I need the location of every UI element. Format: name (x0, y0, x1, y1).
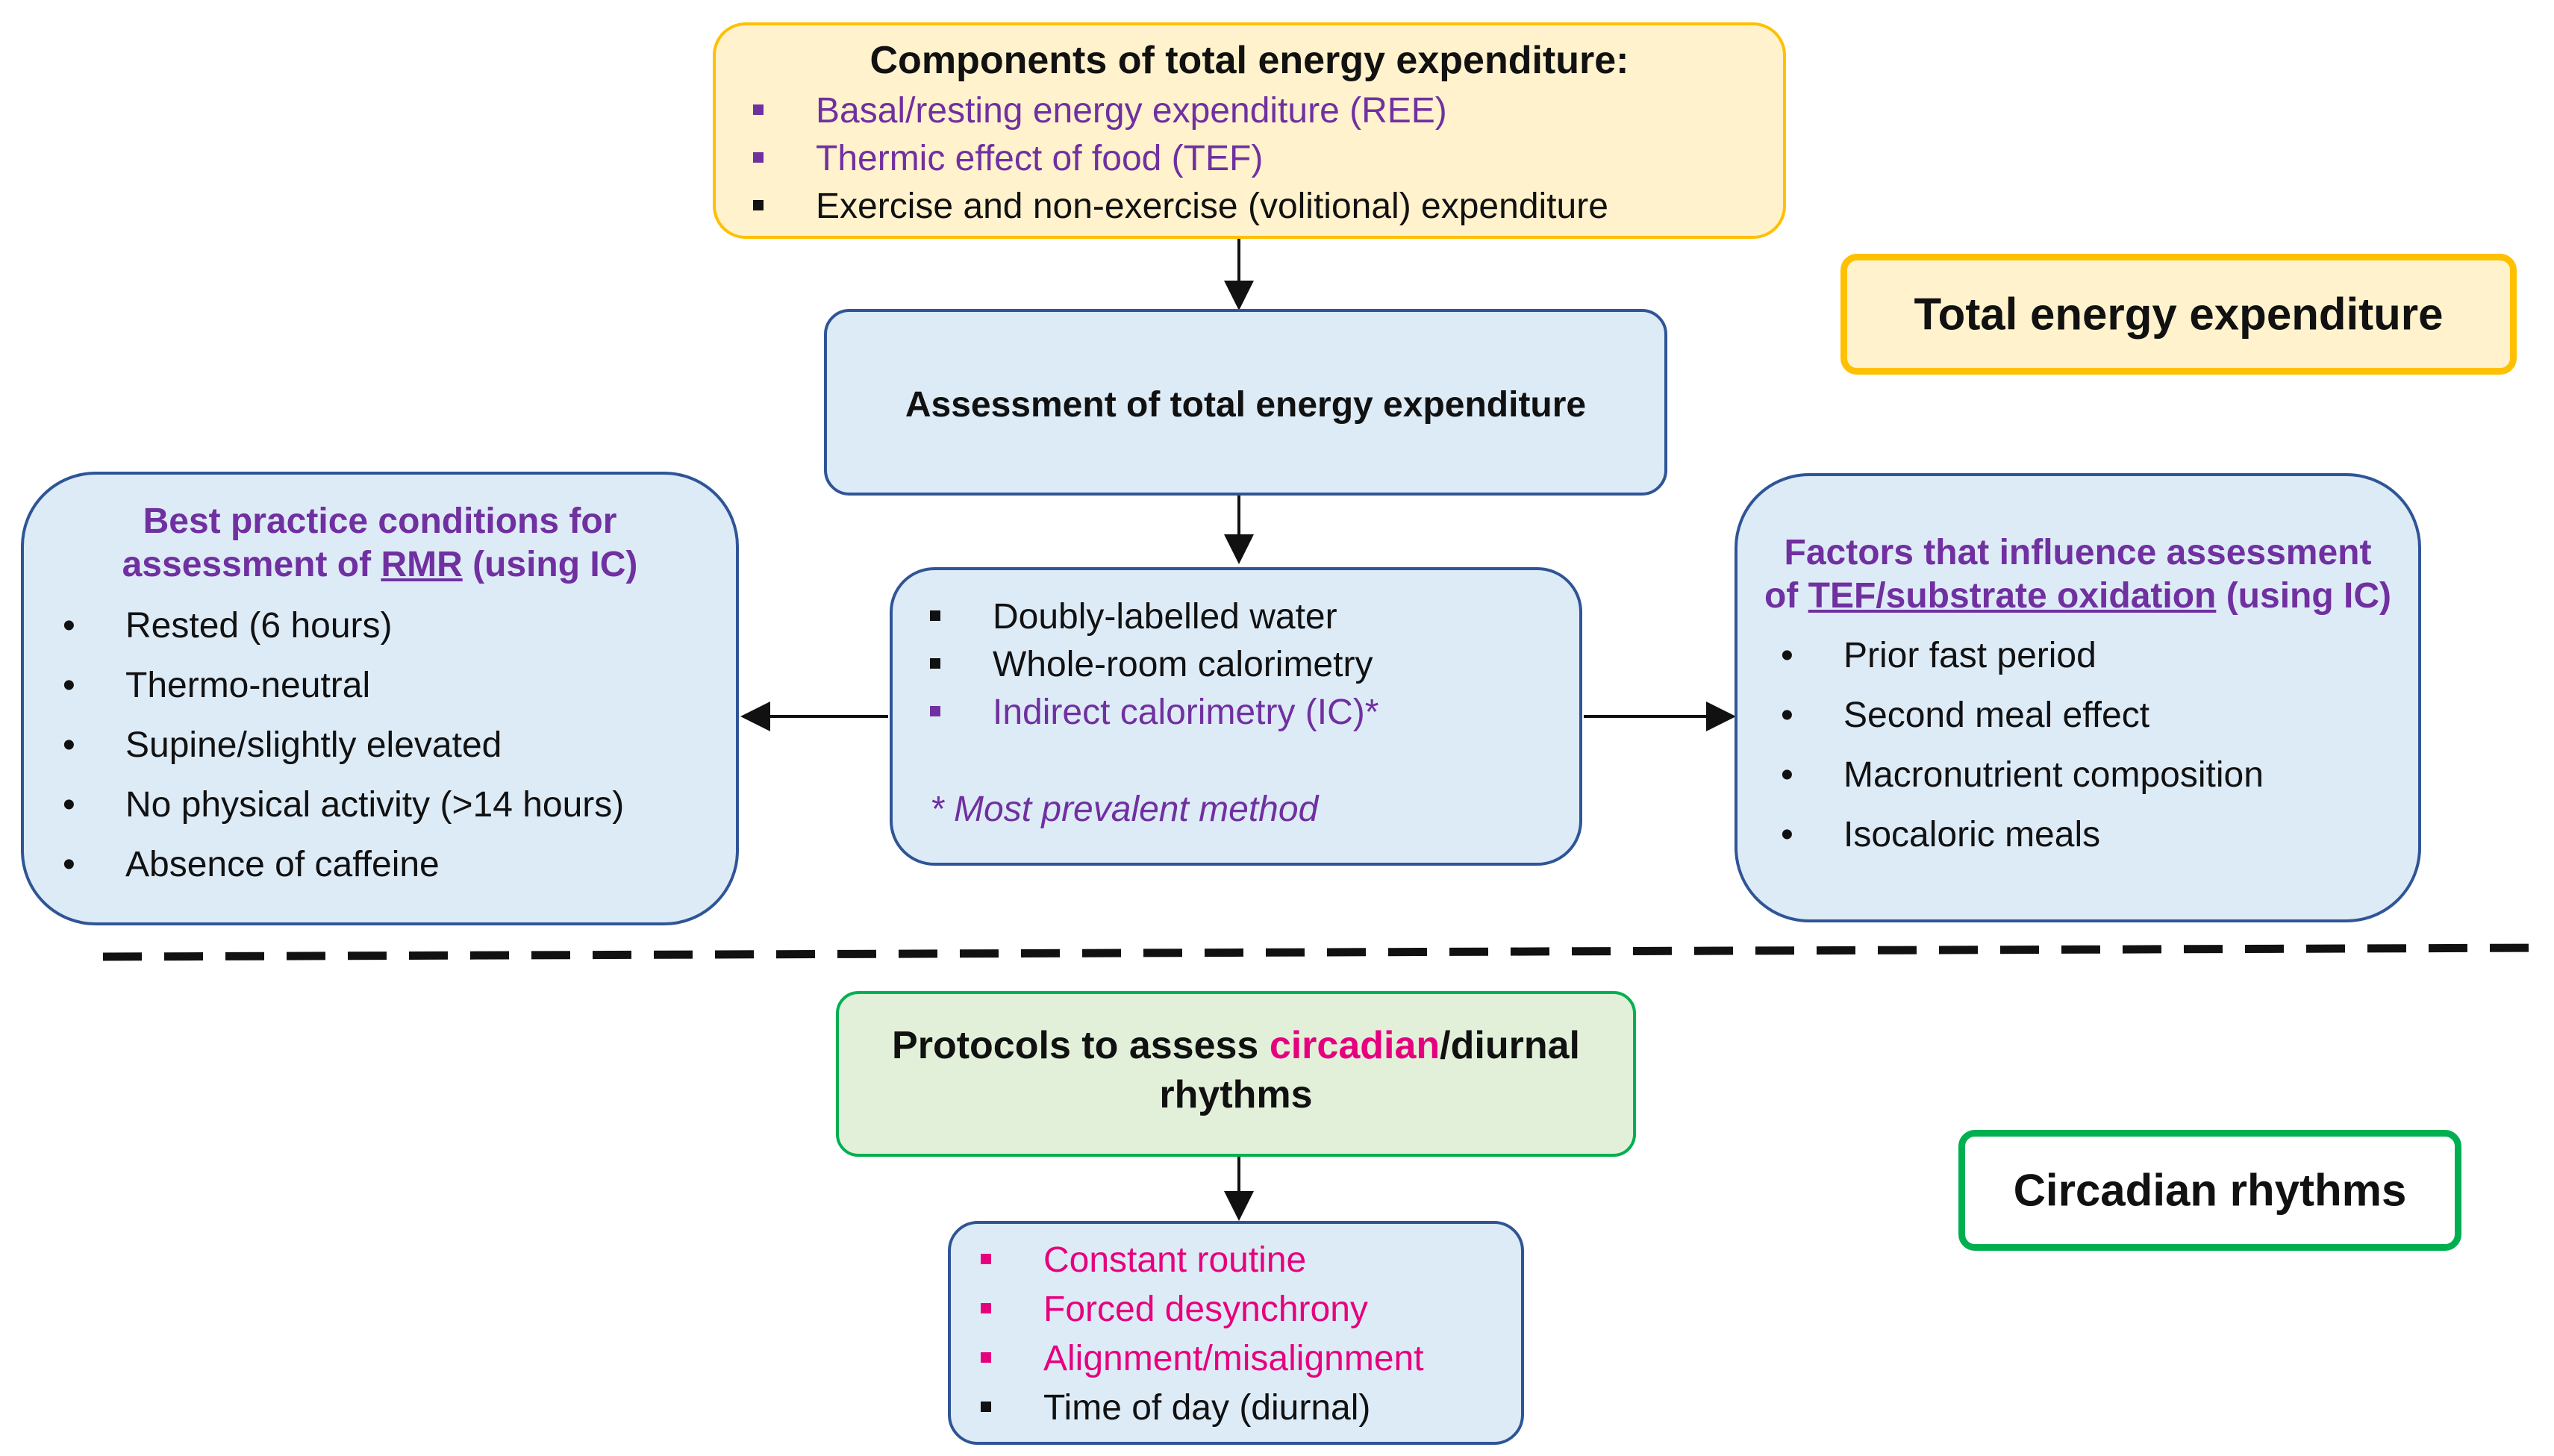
square-bullet-icon (930, 706, 940, 717)
rmr-title-line1: Best practice conditions for (143, 502, 617, 541)
divider-dashed-line (102, 943, 2550, 961)
components-item: Exercise and non-exercise (volitional) e… (753, 184, 1608, 230)
circadian-item: Time of day (diurnal) (981, 1385, 1370, 1431)
components-title: Components of total energy expenditure: (869, 39, 1629, 82)
assessment-box: Assessment of total energy expenditure (824, 309, 1667, 496)
protocols-title-line1: Protocols to assess circadian/diurnal (892, 1024, 1580, 1067)
components-box: Components of total energy expenditure: … (713, 22, 1786, 239)
rmr-item: •No physical activity (>14 hours) (63, 785, 625, 825)
tef-item: •Second meal effect (1781, 696, 2150, 735)
circadian-item: Constant routine (981, 1237, 1306, 1284)
square-bullet-icon (981, 1402, 991, 1413)
square-bullet-icon (753, 104, 764, 116)
square-bullet-icon (981, 1254, 991, 1265)
square-bullet-icon (930, 658, 940, 669)
protocols-title-line2: rhythms (1159, 1073, 1313, 1116)
square-bullet-icon (753, 200, 764, 211)
tag-total-energy-expenditure: Total energy expenditure (1840, 254, 2517, 375)
methods-note: * Most prevalent method (930, 790, 1319, 829)
rmr-conditions-box: Best practice conditions for assessment … (21, 472, 739, 925)
rmr-title-line2: assessment of RMR (using IC) (122, 545, 638, 584)
circadian-highlight: circadian (1269, 1024, 1440, 1067)
methods-item: Indirect calorimetry (IC)* (930, 690, 1379, 736)
rmr-item: •Thermo-neutral (63, 666, 371, 705)
square-bullet-icon (981, 1352, 991, 1363)
circadian-item: Forced desynchrony (981, 1287, 1368, 1333)
methods-item: Whole-room calorimetry (930, 642, 1373, 688)
tef-item: •Isocaloric meals (1781, 815, 2101, 854)
tef-title-line2: of TEF/substrate oxidation (using IC) (1764, 576, 2391, 616)
tef-item: •Macronutrient composition (1781, 755, 2264, 795)
square-bullet-icon (981, 1303, 991, 1314)
rmr-item: •Absence of caffeine (63, 845, 440, 884)
circadian-list-box: Constant routine Forced desynchrony Alig… (948, 1221, 1524, 1445)
tef-title-line1: Factors that influence assessment (1784, 533, 2372, 572)
tag-circadian-rhythms: Circadian rhythms (1958, 1130, 2461, 1251)
protocols-box: Protocols to assess circadian/diurnal rh… (836, 991, 1636, 1157)
square-bullet-icon (930, 610, 940, 622)
assessment-title: Assessment of total energy expenditure (905, 385, 1587, 425)
tef-item: •Prior fast period (1781, 636, 2096, 675)
methods-item: Doubly-labelled water (930, 594, 1337, 640)
rmr-item: •Rested (6 hours) (63, 606, 393, 646)
tef-factors-box: Factors that influence assessment of TEF… (1735, 473, 2421, 922)
circadian-item: Alignment/misalignment (981, 1336, 1424, 1382)
rmr-abbrev: RMR (381, 545, 463, 584)
tef-abbrev: TEF/substrate oxidation (1808, 576, 2217, 616)
components-item: Basal/resting energy expenditure (REE) (753, 88, 1447, 134)
rmr-item: •Supine/slightly elevated (63, 725, 502, 765)
square-bullet-icon (753, 152, 764, 163)
methods-box: Doubly-labelled water Whole-room calorim… (890, 567, 1582, 866)
components-item: Thermic effect of food (TEF) (753, 136, 1263, 182)
